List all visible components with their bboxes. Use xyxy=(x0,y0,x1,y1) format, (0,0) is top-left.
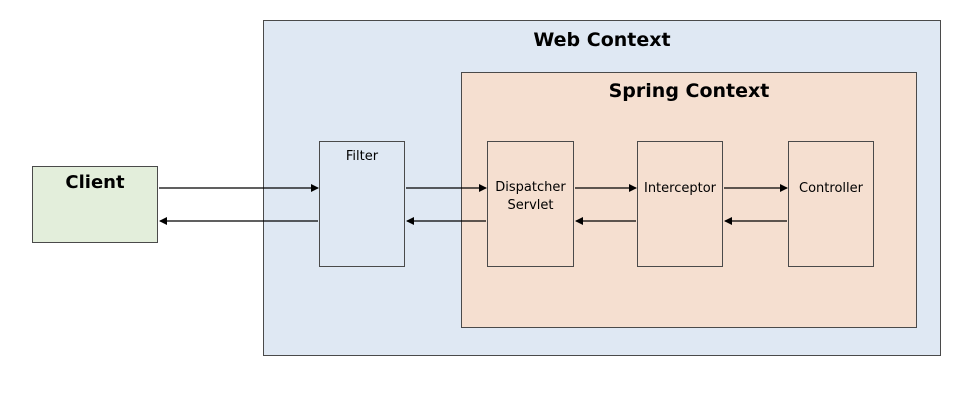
dispatcher-servlet-node: Dispatcher Servlet xyxy=(487,141,574,267)
web-context-title: Web Context xyxy=(533,29,671,51)
controller-label: Controller xyxy=(799,181,863,196)
controller-node: Controller xyxy=(788,141,874,267)
interceptor-label: Interceptor xyxy=(643,181,717,196)
client-node: Client xyxy=(32,166,158,243)
spring-context-title: Spring Context xyxy=(608,80,770,102)
dispatcher-label-line2: Servlet xyxy=(507,198,554,213)
client-label: Client xyxy=(65,172,125,193)
interceptor-node: Interceptor xyxy=(637,141,723,267)
filter-node: Filter xyxy=(319,141,405,267)
filter-label: Filter xyxy=(345,149,379,164)
dispatcher-label-line1: Dispatcher xyxy=(495,180,566,195)
